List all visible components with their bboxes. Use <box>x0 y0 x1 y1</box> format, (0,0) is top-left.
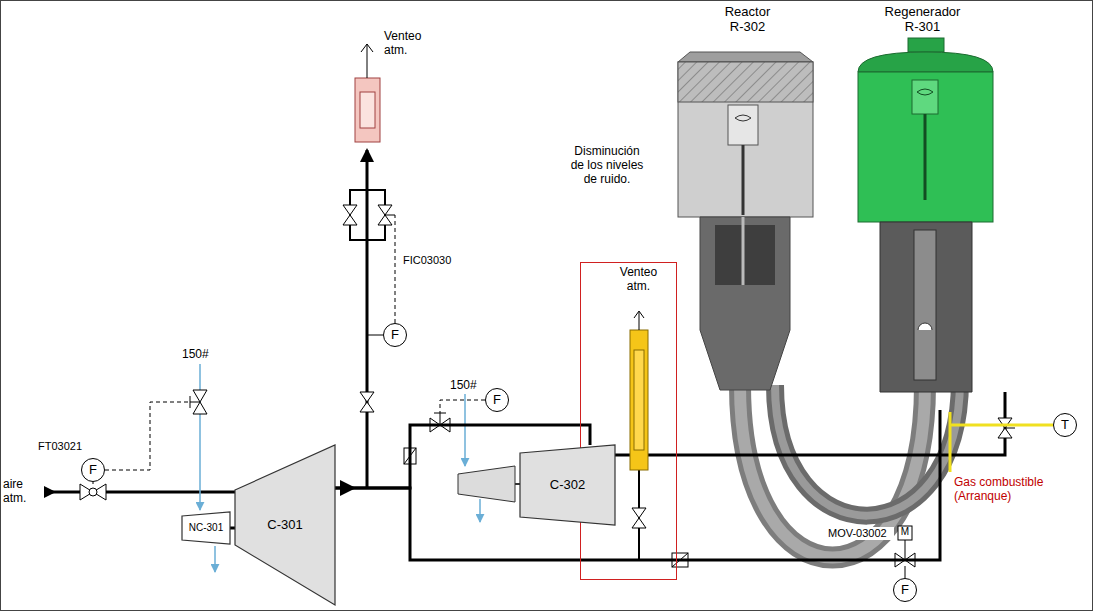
flow-instrument: F <box>485 388 509 412</box>
fuel-gas-label: Gas combustible (Arranque) <box>954 476 1066 504</box>
flow-instrument: F <box>383 323 407 347</box>
steam-label: 150# <box>450 379 486 393</box>
node-label: Venteo atm. <box>589 266 669 294</box>
vent-label: Venteo atm. <box>384 30 436 58</box>
tag-label: MOV-03002 <box>828 527 894 540</box>
motor-letter: M <box>898 526 912 538</box>
node-label: F <box>901 583 909 598</box>
tag-label: FT03021 <box>38 440 98 453</box>
node-label: F <box>89 463 97 478</box>
node-label: T <box>1061 418 1069 433</box>
process-line <box>230 527 235 530</box>
node-label: F <box>391 328 399 343</box>
node-label: C-302 <box>550 478 585 493</box>
turbine-driver: NC-301 <box>182 512 230 544</box>
node-label: NC-301 <box>189 522 223 534</box>
compressor: C-302 <box>520 445 615 525</box>
node-label: C-301 <box>267 518 302 533</box>
note-heading: Disminución de los niveles de ruido. <box>567 145 647 186</box>
node-label: Regenerador R-301 <box>877 5 969 35</box>
node-label: F <box>493 393 501 408</box>
tag-label: FIC03030 <box>403 254 473 267</box>
reactor-vessel: Reactor R-302 <box>665 2 830 400</box>
process-line <box>335 410 940 560</box>
silencer-box: Disminución de los niveles de ruido.Vent… <box>580 262 677 580</box>
node-label: Reactor R-302 <box>717 5 779 35</box>
compressor: C-301 <box>235 445 335 605</box>
flow-instrument: F <box>893 578 917 602</box>
regenerator-vessel: Regenerador R-301 <box>840 2 1005 410</box>
steam-label: 150# <box>182 348 222 362</box>
temperature-instrument: T <box>1053 413 1077 437</box>
inlet-label: aire atm. <box>3 478 43 506</box>
flow-instrument: F <box>81 458 105 482</box>
